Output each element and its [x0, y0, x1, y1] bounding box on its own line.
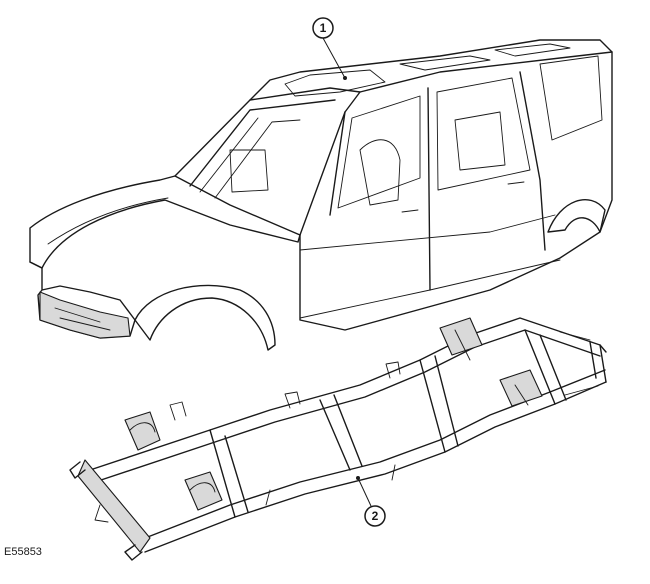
front-door-window [337, 95, 421, 209]
crossmember [209, 429, 249, 518]
roof [249, 39, 613, 101]
body-shell [29, 39, 613, 351]
callout-2-label: 2 [372, 509, 379, 523]
rear-quarter-window [539, 55, 603, 141]
rear-mount-left [439, 317, 483, 356]
callout-1-circle [312, 17, 334, 39]
figure-reference: E55853 [4, 546, 42, 558]
b-pillar [329, 71, 546, 291]
front-crossmember [77, 459, 151, 553]
front-tower-left [124, 411, 161, 451]
side-body [299, 51, 613, 331]
rear-crossmember [589, 341, 607, 383]
callout-2-leader [357, 477, 372, 507]
rear-mount-right [499, 369, 543, 407]
front-tower-right [184, 471, 223, 511]
callout-2: 2 [356, 476, 386, 527]
hood [29, 175, 301, 269]
callout-2-circle [364, 505, 386, 527]
front-wheel-arch [134, 284, 276, 351]
callout-1-leader [322, 37, 346, 79]
callout-1-dot [343, 76, 347, 80]
callout-1: 1 [312, 17, 347, 80]
sunroof-opening [284, 69, 386, 97]
callout-2-dot [356, 476, 360, 480]
windshield-frame [174, 87, 361, 236]
chassis-frame [69, 317, 607, 561]
callout-1-label: 1 [320, 21, 327, 35]
rear-door-window [436, 77, 531, 191]
rear-wheel-arch [547, 199, 606, 233]
